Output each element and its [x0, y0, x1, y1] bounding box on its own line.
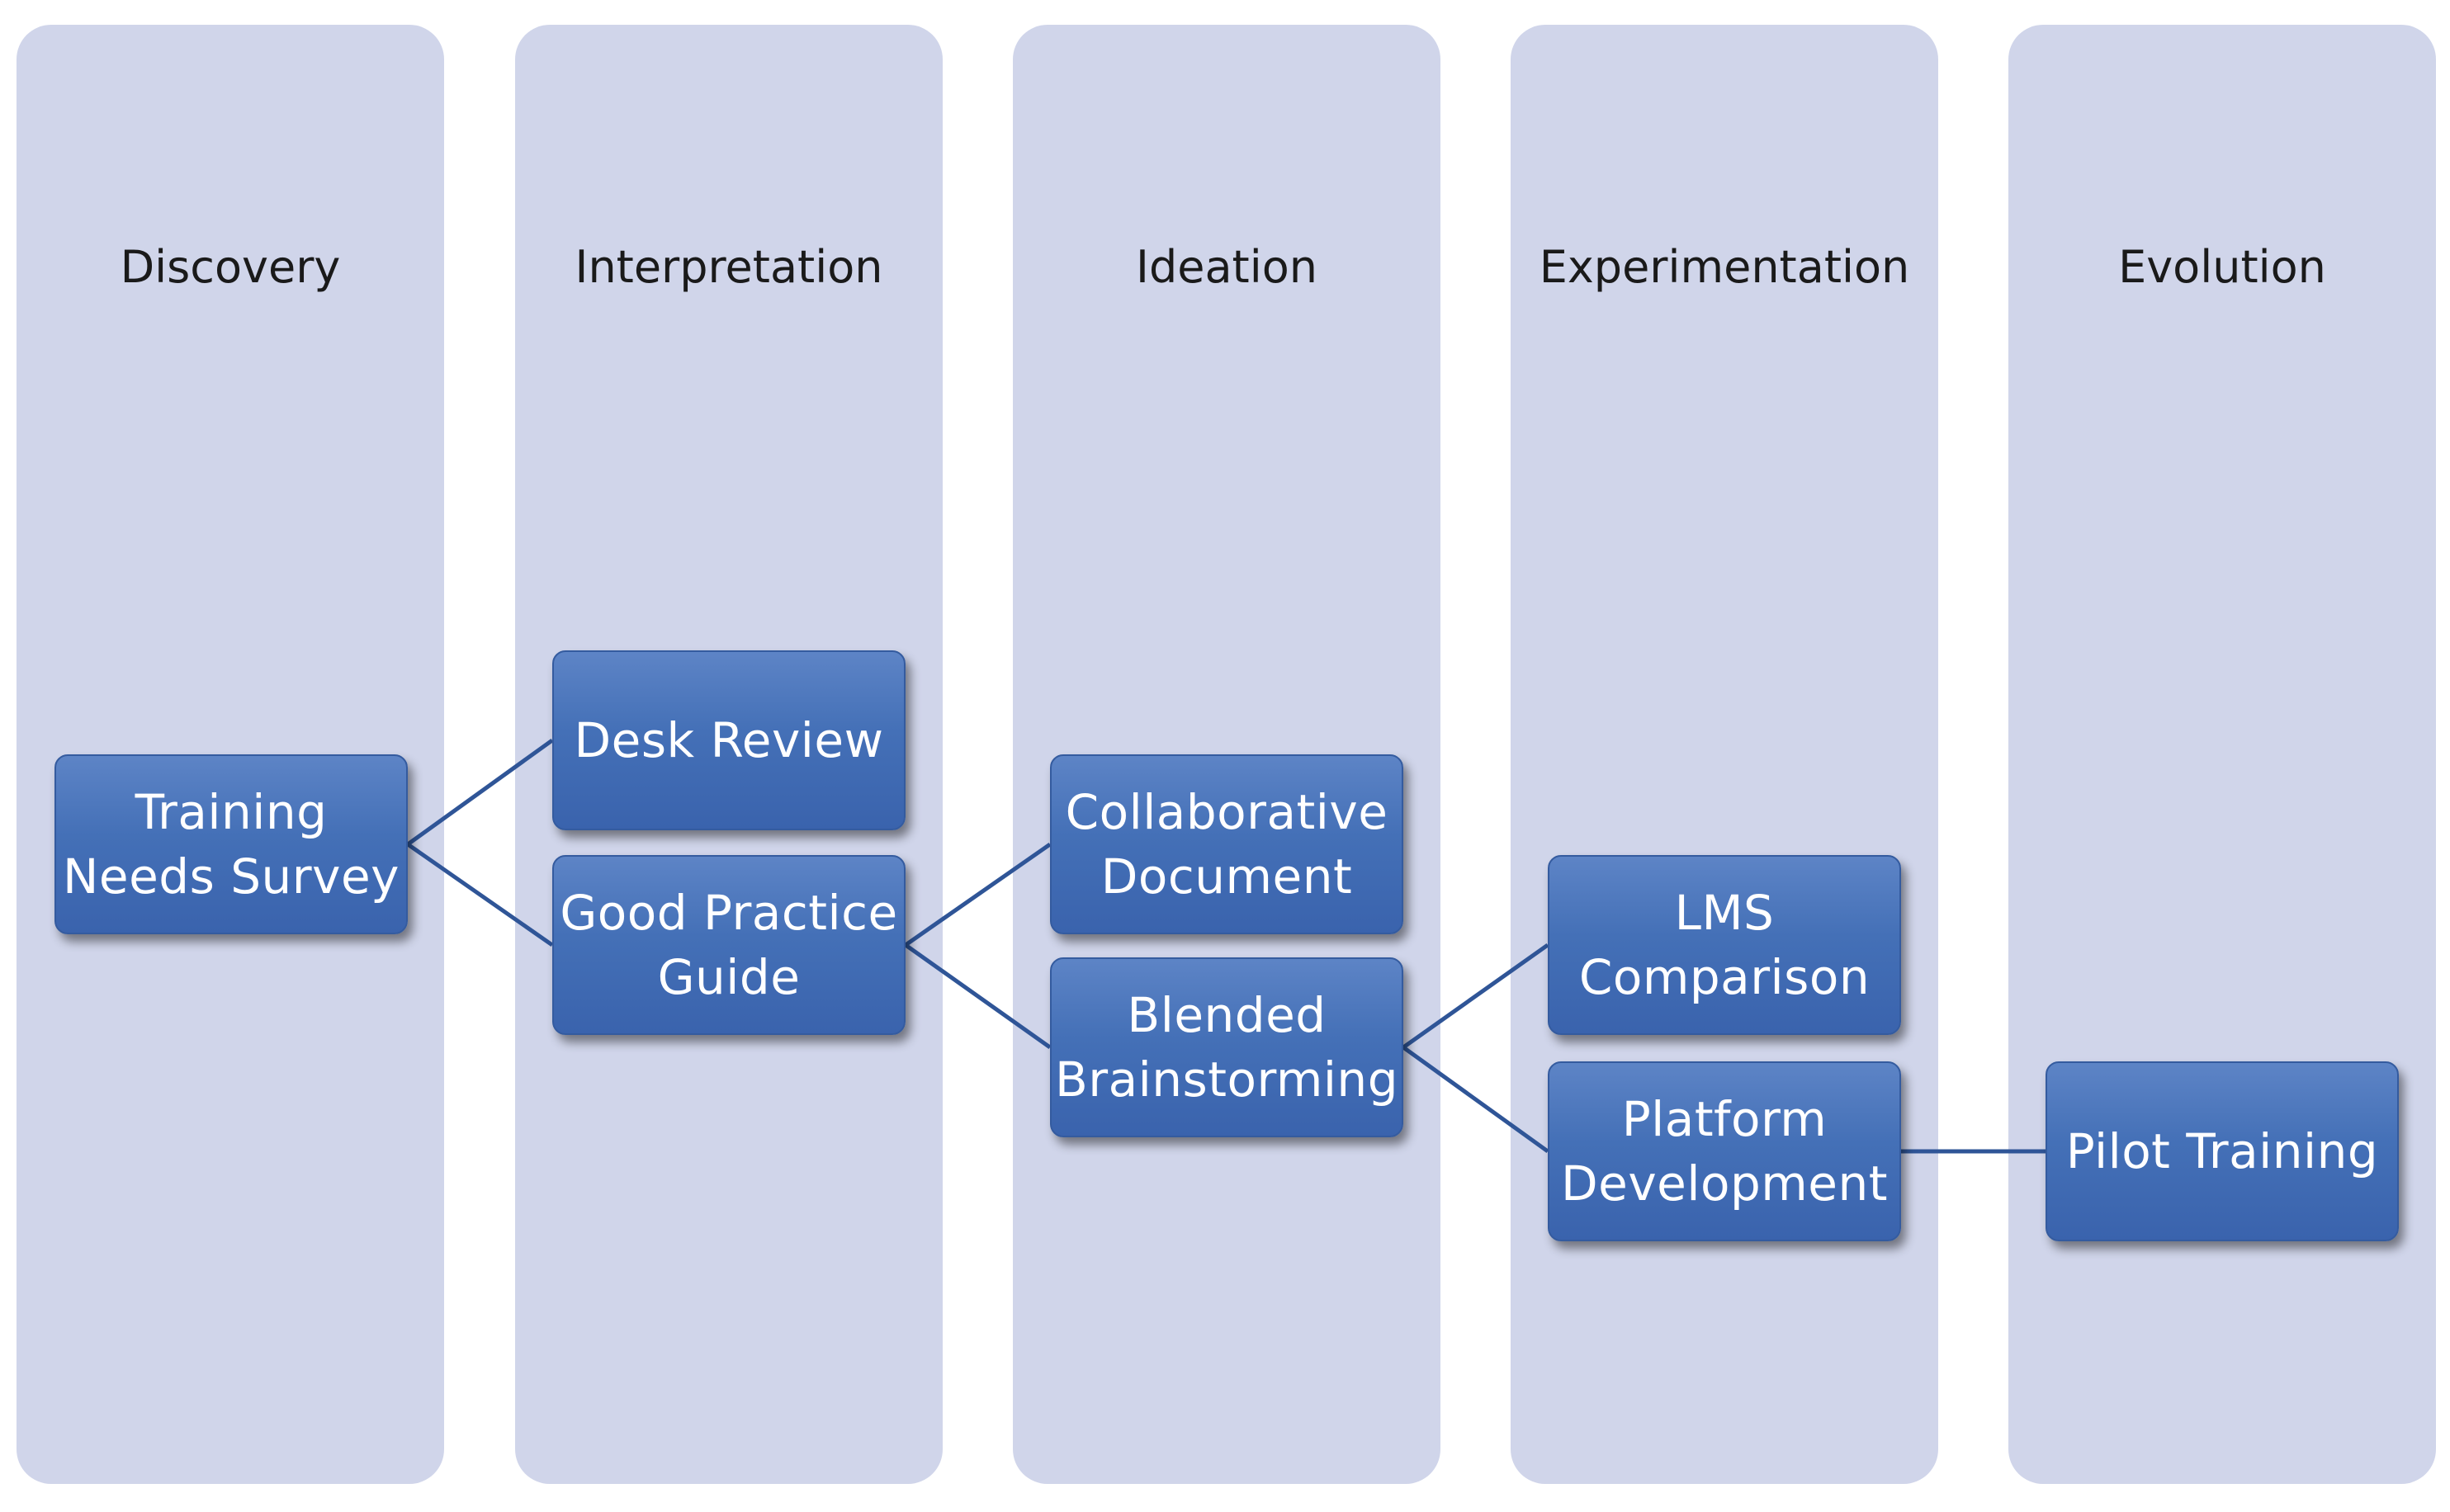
node-label-platform-development: Platform Development [1561, 1091, 1888, 1212]
node-pilot-training: Pilot Training [2046, 1061, 2399, 1241]
node-blended-brainstorming: Blended Brainstorming [1050, 957, 1403, 1137]
node-collaborative-document: Collaborative Document [1050, 754, 1403, 934]
connector-training_needs_survey-to-desk_review [406, 738, 554, 847]
node-lms-comparison: LMS Comparison [1548, 855, 1901, 1035]
connector-blended_brainstorming-to-lms_comparison [1402, 943, 1549, 1050]
node-label-desk-review: Desk Review [574, 712, 884, 768]
column-title-ideation: Ideation [1136, 241, 1317, 293]
column-title-experimentation: Experimentation [1539, 241, 1910, 293]
node-label-collaborative-document: Collaborative Document [1065, 784, 1388, 905]
connector-good_practice_guide-to-collaborative_document [904, 842, 1052, 947]
column-title-discovery: Discovery [120, 241, 341, 293]
connector-blended_brainstorming-to-platform_development [1402, 1045, 1549, 1154]
node-desk-review: Desk Review [552, 650, 906, 830]
node-platform-development: Platform Development [1548, 1061, 1901, 1241]
node-good-practice-guide: Good Practice Guide [552, 855, 906, 1035]
node-label-blended-brainstorming: Blended Brainstorming [1055, 987, 1399, 1108]
column-title-evolution: Evolution [2118, 241, 2326, 293]
column-title-interpretation: Interpretation [575, 241, 883, 293]
node-label-good-practice-guide: Good Practice Guide [560, 885, 898, 1005]
connector-good_practice_guide-to-blended_brainstorming [904, 943, 1052, 1050]
connector-training_needs_survey-to-good_practice_guide [406, 842, 554, 947]
node-label-training-needs-survey: Training Needs Survey [63, 784, 400, 905]
node-label-pilot-training: Pilot Training [2065, 1123, 2379, 1179]
node-label-lms-comparison: LMS Comparison [1578, 885, 1871, 1005]
node-training-needs-survey: Training Needs Survey [54, 754, 408, 934]
